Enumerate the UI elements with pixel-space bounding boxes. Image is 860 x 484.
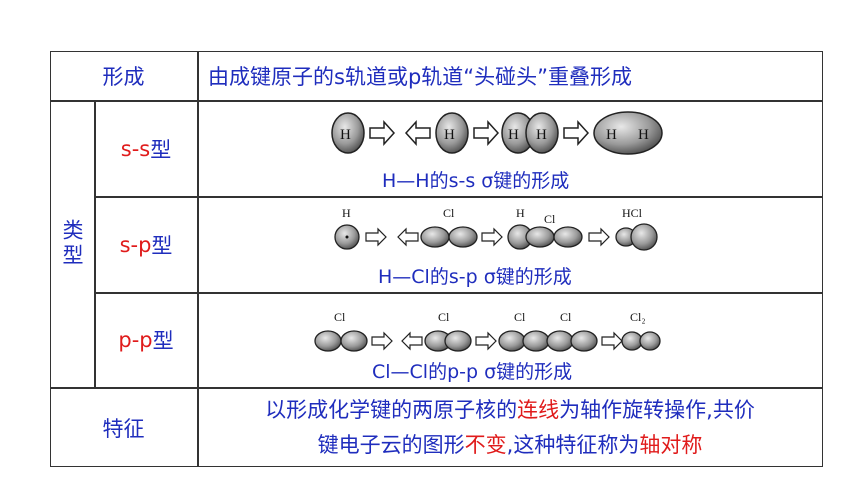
p-orbital-lobe <box>621 331 643 351</box>
sp-type-prefix: s-p <box>119 232 152 257</box>
p-orbital-lobe <box>525 226 555 248</box>
sp-caption: H—Cl的s-p σ键的形成 <box>378 266 572 288</box>
p-orbital-lobe <box>314 330 342 352</box>
formation-text-post: ”重叠形成 <box>537 64 633 89</box>
atom-label: H <box>444 127 455 143</box>
formation-text: 由成键原子的s轨道或p轨道“头碰头”重叠形成 <box>198 51 823 100</box>
feature-text: 以形成化学键的两原子核的连线为轴作旋转操作,共价 键电子云的图形不变,这种特征称… <box>200 393 820 463</box>
overlap-orbital <box>630 223 658 251</box>
atom-label: H <box>342 206 351 220</box>
type-label: 类型 <box>50 101 94 387</box>
row-divider <box>50 100 823 102</box>
p-orbital-lobe <box>570 330 598 352</box>
feature-label: 特征 <box>102 416 145 441</box>
row-divider <box>94 292 823 294</box>
p-orbital-lobe <box>448 226 478 248</box>
atom-label: Cl <box>334 310 346 324</box>
atom-label: H <box>638 127 649 143</box>
arrow-right-icon <box>601 331 623 351</box>
atom-label: HCl <box>622 206 643 220</box>
feature-line1-highlight: 连线 <box>517 398 560 422</box>
feature-line2-b: ,这种特征称为 <box>506 433 640 457</box>
ss-caption: H—H的s-s σ键的形成 <box>382 170 570 192</box>
pp-caption: Cl—Cl的p-p σ键的形成 <box>372 361 573 383</box>
atom-label: Cl <box>438 310 450 324</box>
atom-label: Cl <box>443 206 455 220</box>
formation-text-pre: 由成键原子的s轨道或p轨道“ <box>208 64 475 89</box>
p-orbital-lobe <box>522 330 550 352</box>
arrow-right-icon <box>365 227 387 247</box>
p-orbital-lobe <box>546 330 574 352</box>
arrow-right-icon <box>588 227 610 247</box>
type-label-text: 类型 <box>60 219 84 269</box>
pp-type-prefix: p-p <box>118 328 153 352</box>
sp-type-suffix: 型 <box>151 233 173 258</box>
arrow-right-icon <box>563 120 590 146</box>
nucleus-dot <box>345 235 349 239</box>
p-orbital-lobe <box>340 330 368 352</box>
feature-line1-a: 以形成化学键的两原子核的 <box>265 398 518 422</box>
column-divider <box>197 51 199 467</box>
feature-line1-b: 为轴作旋转操作,共价 <box>559 398 755 422</box>
feature-line2-a: 键电子云的图形 <box>317 433 465 457</box>
atom-label: Cl <box>560 310 572 324</box>
arrow-left-icon <box>401 331 423 351</box>
formation-text-highlight: 头碰头 <box>474 64 538 89</box>
h-orbital <box>435 112 469 154</box>
p-orbital-lobe <box>553 226 583 248</box>
atom-label: H <box>508 127 519 143</box>
ss-overlap-figure: H H H H H H <box>331 111 663 155</box>
arrow-right-icon <box>369 120 396 146</box>
ss-type-suffix: 型 <box>150 137 172 162</box>
h-orbital <box>331 112 365 154</box>
h-orbital <box>525 112 559 154</box>
feature-line2-highlight-2: 轴对称 <box>639 433 703 457</box>
atom-label: Cl <box>544 212 556 226</box>
atom-label: H <box>516 206 525 220</box>
column-divider <box>94 100 96 388</box>
atom-label: H <box>606 127 617 143</box>
p-orbital-lobe <box>498 330 526 352</box>
row-divider <box>50 387 823 389</box>
p-orbital-lobe <box>444 330 472 352</box>
arrow-right-icon <box>475 331 497 351</box>
formation-label: 形成 <box>102 64 145 89</box>
arrow-right-icon <box>473 120 500 146</box>
feature-line2-highlight: 不变 <box>464 433 507 457</box>
atom-label: H <box>536 127 547 143</box>
pp-type-suffix: 型 <box>152 329 174 353</box>
pp-overlap-figure: Cl Cl Cl Cl Cl₂ <box>314 310 661 352</box>
feature-line-1: 以形成化学键的两原子核的连线为轴作旋转操作,共价 <box>200 393 820 428</box>
h2-molecular-orbital <box>593 111 663 155</box>
feature-line-2: 键电子云的图形不变,这种特征称为轴对称 <box>200 428 820 463</box>
atom-label: Cl₂ <box>630 310 646 324</box>
sp-overlap-figure: H Cl H Cl HCl <box>334 206 658 251</box>
sigma-bond-table <box>50 51 823 467</box>
p-orbital-lobe <box>639 331 661 351</box>
atom-label: H <box>340 127 351 143</box>
arrow-right-icon <box>371 331 393 351</box>
arrow-right-icon <box>481 227 503 247</box>
atom-label: Cl <box>514 310 526 324</box>
ss-type-prefix: s-s <box>120 136 151 161</box>
arrow-left-icon <box>397 227 419 247</box>
row-divider <box>94 196 823 198</box>
arrow-left-icon <box>404 120 431 146</box>
p-orbital-lobe <box>420 226 450 248</box>
